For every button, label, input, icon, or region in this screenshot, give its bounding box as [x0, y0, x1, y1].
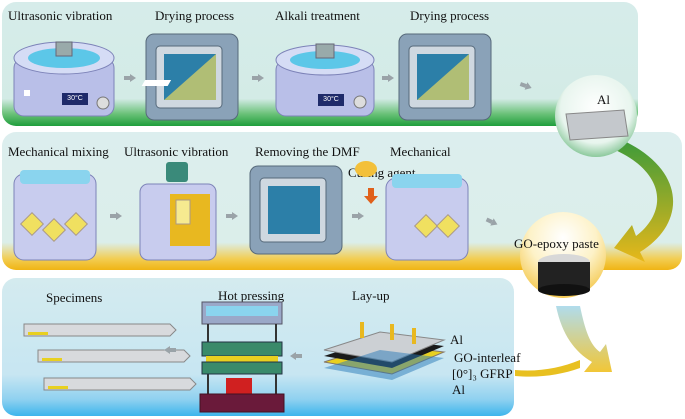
specimen-2 [37, 349, 191, 363]
vacuum-oven [249, 165, 343, 255]
specimen-3 [43, 377, 197, 391]
layer-gfrp: [0°]₃ GFRP [452, 366, 513, 381]
ultrasonic-processor [139, 162, 217, 261]
step-lay-up: Lay-up [352, 288, 390, 303]
step-mechanical-mixing: Mechanical mixing [8, 144, 109, 159]
curing-agent-drop-arrow [364, 188, 378, 204]
arrow-left-2 [290, 352, 302, 360]
step-ultrasonic-vibration-2: Ultrasonic vibration [124, 144, 229, 159]
arrow-right-6 [226, 212, 238, 220]
step-alkali-treatment: Alkali treatment [275, 8, 360, 23]
step-drying-process-2: Drying process [410, 8, 490, 23]
step-mechanical: Mechanical [390, 144, 451, 159]
layup-stack [323, 322, 446, 380]
go-epoxy-paste-label: GO-epoxy paste [514, 236, 599, 251]
arrow-right-1 [124, 74, 136, 82]
mechanical-mixer-2 [385, 174, 469, 261]
temperature-display-2: 30°C [318, 94, 344, 106]
curing-agent-cup-icon [355, 161, 377, 177]
flow-arrow-paste-to-layup [556, 306, 612, 372]
step-specimens: Specimens [46, 290, 103, 305]
arrow-left-1 [164, 346, 176, 354]
arrow-right-5 [110, 212, 122, 220]
drying-oven-1 [141, 33, 239, 121]
layer-al-top: Al [450, 332, 463, 347]
flow-arrow-al-to-paste [606, 138, 674, 262]
temperature-display-1: 30°C [62, 93, 88, 105]
arrow-right-7 [352, 212, 364, 220]
hot-press [199, 301, 285, 413]
specimen-1 [23, 323, 177, 337]
knob-icon [96, 96, 110, 110]
paste-container-icon [538, 254, 590, 296]
arrow-right-3 [382, 74, 394, 82]
arrow-right-2 [252, 74, 264, 82]
step-removing-dmf: Removing the DMF [255, 144, 360, 159]
ultrasonic-bath-1 [13, 41, 115, 117]
ultrasonic-bath-2 [275, 43, 375, 117]
aluminum-label: Al [597, 92, 610, 107]
step-hot-pressing: Hot pressing [218, 288, 285, 303]
step-drying-process-1: Drying process [155, 8, 235, 23]
layer-go-interleaf: GO-interleaf [454, 350, 521, 365]
step-ultrasonic-vibration-1: Ultrasonic vibration [8, 8, 113, 23]
aluminum-plate-icon [565, 109, 629, 141]
flow-arrow-to-layup-bottom [515, 360, 580, 377]
drying-oven-2 [398, 33, 492, 121]
layer-al-bottom: Al [452, 382, 465, 397]
mechanical-mixer-1 [13, 170, 97, 261]
